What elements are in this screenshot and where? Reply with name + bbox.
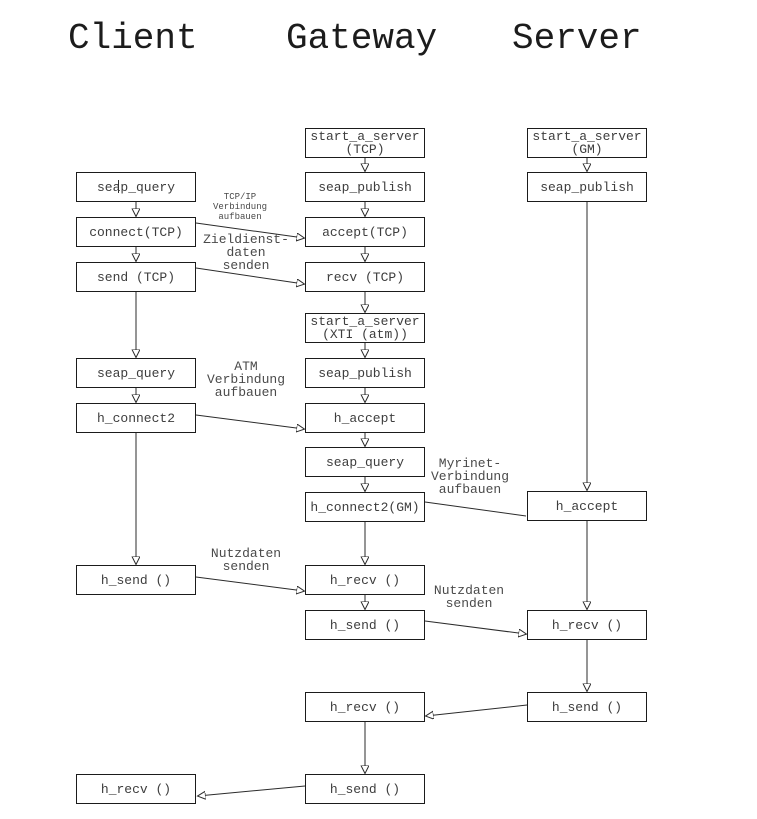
box-gateway-h-recv-2: h_recv () [305,692,425,722]
edge-gateway-hsend1-to-server-hrecv [424,620,526,634]
box-gateway-seap-publish-1: seap_publish [305,172,425,202]
box-client-seap-query-1: seap_query [76,172,196,202]
box-client-send-tcp: send (TCP) [76,262,196,292]
text-cursor-artifact [118,180,119,193]
box-client-connect-tcp: connect(TCP) [76,217,196,247]
box-gateway-recv-tcp: recv (TCP) [305,262,425,292]
edge-hconnect2gm-to-server-haccept [424,501,527,517]
column-header-gateway: Gateway [286,18,438,59]
box-gateway-seap-publish-2: seap_publish [305,358,425,388]
box-server-h-recv: h_recv () [527,610,647,640]
label-zieldienstdaten: Zieldienst- daten senden [203,232,289,273]
box-server-h-accept: h_accept [527,491,647,521]
box-gateway-h-send-2: h_send () [305,774,425,804]
edge-client-hsend-to-gateway-hrecv1 [195,576,304,591]
box-client-h-send: h_send () [76,565,196,595]
column-header-client: Client [68,18,198,59]
box-server-seap-publish: seap_publish [527,172,647,202]
box-client-h-recv: h_recv () [76,774,196,804]
box-gateway-h-send-1: h_send () [305,610,425,640]
label-myrinet-verbindung: Myrinet- Verbindung aufbauen [430,456,510,497]
box-server-start-a-server-gm: start_a_server (GM) [527,128,647,158]
label-nutzdaten-senden-1: Nutzdaten senden [210,546,282,574]
box-client-seap-query-2: seap_query [76,358,196,388]
box-gateway-accept-tcp: accept(TCP) [305,217,425,247]
box-gateway-h-recv-1: h_recv () [305,565,425,595]
box-client-h-connect2: h_connect2 [76,403,196,433]
box-server-h-send: h_send () [527,692,647,722]
box-gateway-seap-query: seap_query [305,447,425,477]
box-gateway-start-a-server-xti: start_a_server (XTI (atm)) [305,313,425,343]
box-gateway-h-connect2-gm: h_connect2(GM) [305,492,425,522]
edge-send-to-recv [195,267,304,284]
label-tcpip-verbindung: TCP/IP Verbindung aufbauen [212,192,268,222]
box-gateway-h-accept: h_accept [305,403,425,433]
box-gateway-start-a-server-tcp: start_a_server (TCP) [305,128,425,158]
label-nutzdaten-senden-2: Nutzdaten senden [433,583,505,611]
edge-server-hsend-to-gateway-hrecv2 [426,704,528,716]
edge-connect-to-accept [195,222,304,238]
edge-gateway-hsend2-to-client-hrecv [198,785,306,796]
column-header-server: Server [512,18,642,59]
edge-hconnect2-to-gateway-haccept [195,414,304,429]
label-atm-verbindung: ATM Verbindung aufbauen [206,359,286,400]
